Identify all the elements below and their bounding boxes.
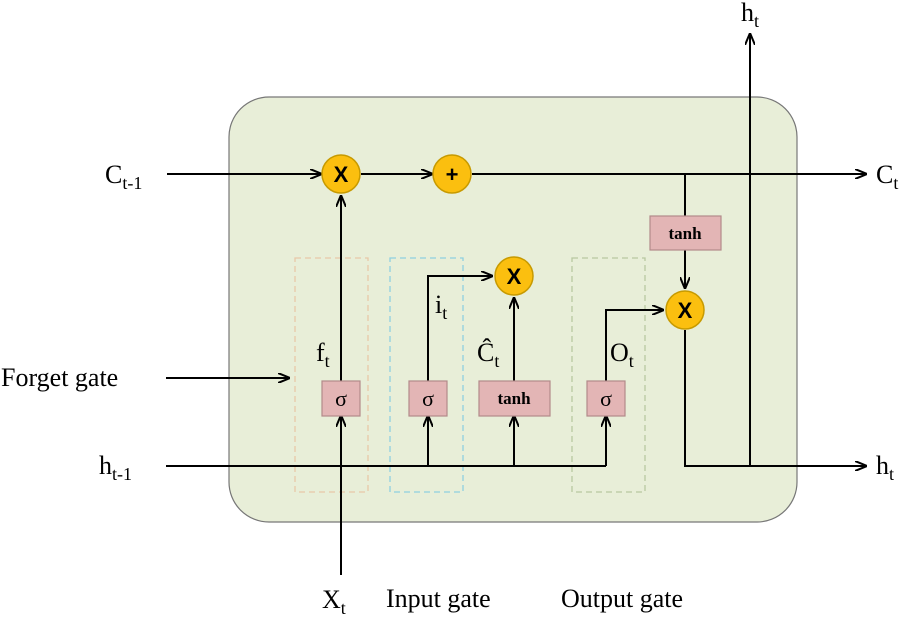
add-op: + <box>432 154 472 194</box>
add-symbol: + <box>446 162 459 187</box>
tanh-candidate-label: tanh <box>497 389 531 408</box>
tanh-cell-box: tanh <box>649 215 722 251</box>
sigma-input-label: σ <box>422 386 434 411</box>
forget-multiply-op: X <box>321 154 361 194</box>
tanh-cell-label: tanh <box>668 224 702 243</box>
input-to-mul-arrow <box>427 276 492 381</box>
input-gate-label: Input gate <box>386 584 491 613</box>
input-multiply-op: X <box>494 256 534 296</box>
x-input-label: Xt <box>322 585 346 618</box>
forget-gate-region <box>294 257 369 493</box>
tanh-candidate-box: tanh <box>478 380 551 417</box>
o-t-label: Ot <box>610 338 634 371</box>
output-to-mul-arrow <box>605 310 663 381</box>
output-gate-label: Output gate <box>561 584 683 613</box>
sigma-output-label: σ <box>600 386 612 411</box>
sigma-input-box: σ <box>408 380 448 417</box>
sigma-forget-box: σ <box>321 380 361 417</box>
forget-gate-label: Forget gate <box>1 363 118 392</box>
c-prev-label: Ct-1 <box>105 160 142 193</box>
input-multiply-symbol: X <box>507 264 522 289</box>
i-t-label: it <box>435 290 447 323</box>
h-next-label: ht <box>876 451 894 484</box>
output-gate-region <box>571 257 646 493</box>
sigma-output-box: σ <box>586 380 626 417</box>
c-next-label: Ct <box>876 160 898 193</box>
forget-multiply-symbol: X <box>334 162 349 187</box>
c-hat-label: Ĉt <box>477 338 499 371</box>
h-prev-label: ht-1 <box>99 451 132 484</box>
sigma-forget-label: σ <box>335 386 347 411</box>
out-mul-to-h-next-arrow <box>684 330 866 466</box>
f-t-label: ft <box>316 338 330 371</box>
input-gate-region <box>389 257 464 493</box>
output-multiply-op: X <box>665 290 705 330</box>
h-top-label: ht <box>741 0 759 31</box>
output-multiply-symbol: X <box>678 298 693 323</box>
